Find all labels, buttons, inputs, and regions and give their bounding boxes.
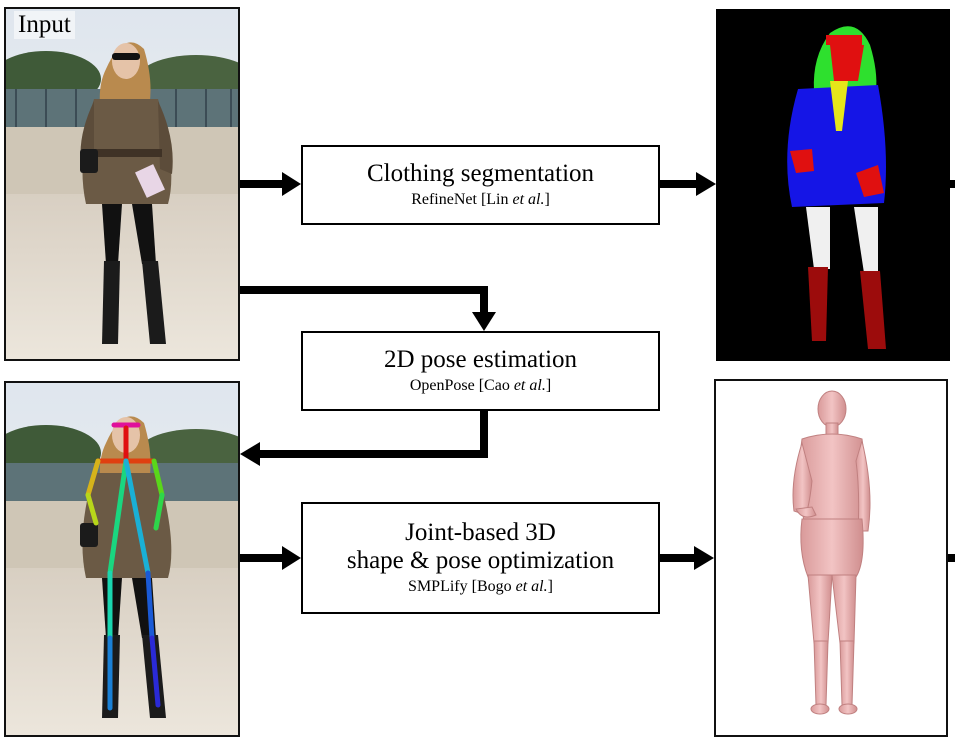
arrow-photo-to-optimization bbox=[240, 554, 284, 562]
input-photo-illustration bbox=[6, 9, 238, 359]
pose-author: Cao bbox=[484, 377, 510, 394]
optimization-author: Bogo bbox=[476, 578, 512, 595]
mesh-output bbox=[714, 379, 948, 737]
arrowhead-segmentation-to-mask bbox=[696, 172, 716, 196]
arrow-pose-to-photo-horizontal bbox=[258, 450, 488, 458]
optimization-etal: et al. bbox=[515, 578, 548, 595]
arrow-stub-bottom-right bbox=[948, 554, 955, 562]
optimization-title-line2: shape & pose optimization bbox=[346, 547, 615, 574]
input-label: Input bbox=[14, 11, 75, 39]
pose-estimation-citation: OpenPose [Cao et al.] bbox=[409, 377, 552, 394]
optimization-title-line1: Joint-based 3D bbox=[405, 519, 556, 546]
arrow-input-to-segmentation bbox=[240, 180, 284, 188]
input-photo: Input bbox=[4, 7, 240, 361]
pose-estimation-title: 2D pose estimation bbox=[383, 346, 578, 373]
pose-estimation-box: 2D pose estimation OpenPose [Cao et al.] bbox=[301, 331, 660, 411]
arrowhead-input-to-pose bbox=[472, 312, 496, 331]
segmentation-mask bbox=[718, 11, 948, 359]
optimization-citation: SMPLify [Bogo et al.] bbox=[408, 578, 553, 595]
segmentation-etal: et al. bbox=[512, 191, 545, 208]
arrow-input-to-pose-vertical bbox=[480, 286, 488, 314]
clothing-segmentation-box: Clothing segmentation RefineNet [Lin et … bbox=[301, 145, 660, 225]
segmentation-method: RefineNet bbox=[411, 191, 477, 208]
pose-overlay-illustration bbox=[6, 383, 238, 735]
clothing-segmentation-title: Clothing segmentation bbox=[366, 160, 595, 187]
arrow-stub-top-right bbox=[950, 180, 955, 188]
arrow-optimization-to-mesh bbox=[660, 554, 696, 562]
pose-etal: et al. bbox=[513, 377, 546, 394]
shape-pose-optimization-box: Joint-based 3D shape & pose optimization… bbox=[301, 502, 660, 614]
arrow-input-to-pose-horizontal bbox=[240, 286, 488, 294]
segmentation-author: Lin bbox=[486, 191, 509, 208]
arrowhead-photo-to-optimization bbox=[282, 546, 301, 570]
arrow-pose-to-photo-vertical bbox=[480, 411, 488, 458]
arrowhead-input-to-segmentation bbox=[282, 172, 301, 196]
body-mesh bbox=[792, 390, 871, 715]
segmentation-output bbox=[716, 9, 950, 361]
pose-skeleton bbox=[85, 422, 165, 711]
arrowhead-optimization-to-mesh bbox=[694, 546, 714, 570]
clothing-segmentation-citation: RefineNet [Lin et al.] bbox=[411, 191, 550, 208]
pose-method: OpenPose bbox=[409, 377, 475, 394]
pose-overlay-photo bbox=[4, 381, 240, 737]
arrow-segmentation-to-mask bbox=[660, 180, 698, 188]
arrowhead-pose-to-photo bbox=[240, 442, 260, 466]
optimization-method: SMPLify bbox=[408, 578, 468, 595]
